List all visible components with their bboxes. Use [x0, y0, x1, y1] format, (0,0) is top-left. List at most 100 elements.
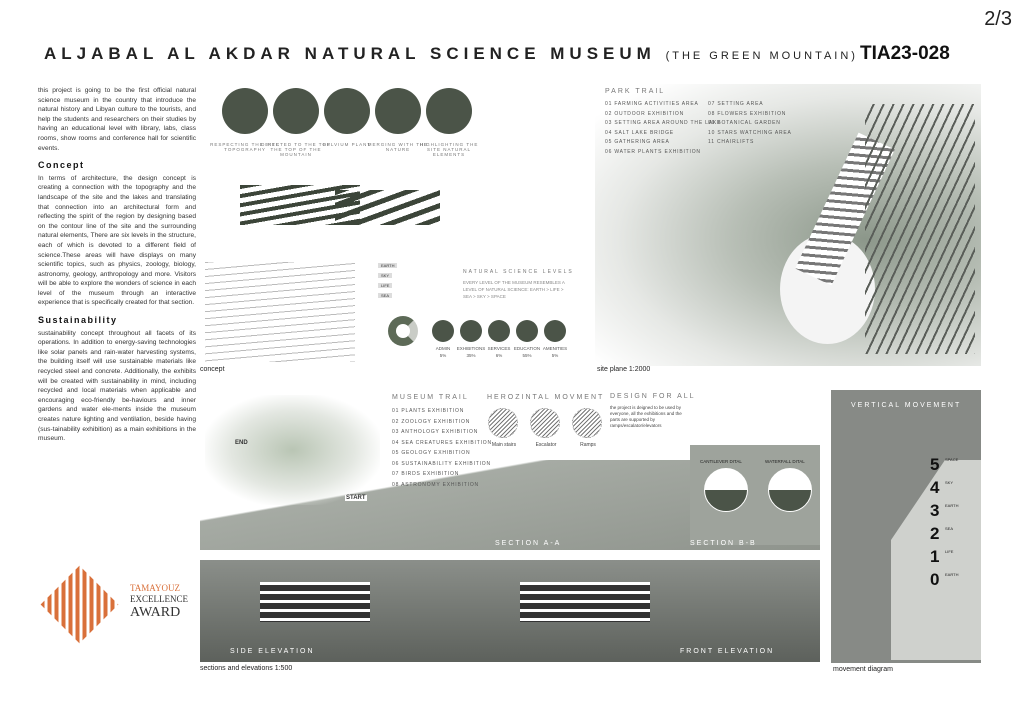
- contour-lines: [865, 104, 975, 354]
- program-donut-chart: [388, 316, 418, 346]
- horizontal-item-label: Ramps: [580, 442, 596, 448]
- park-trail-item: 01 FARMING ACTIVITIES AREA: [605, 101, 699, 107]
- level-tag: EARTH: [378, 263, 398, 268]
- park-trail-item: 05 GATHERING AREA: [605, 139, 670, 145]
- front-elevation-label: FRONT ELEVATION: [680, 648, 775, 655]
- program-value: 6%: [495, 353, 503, 358]
- title-sub: (THE GREEN MOUNTAIN): [665, 50, 858, 62]
- vm-level-number: 5: [930, 455, 940, 474]
- concept-label: concept: [200, 366, 225, 373]
- museum-trail-item: 05 GEOLOGY EXHIBITION: [392, 450, 471, 456]
- level-tag: SEA: [378, 293, 393, 298]
- vm-level-number: 3: [930, 501, 940, 520]
- level-tag: SKY: [378, 273, 393, 278]
- vm-level-number: 2: [930, 524, 940, 543]
- page-number: 2/3: [984, 8, 1012, 30]
- program-value: 55%: [522, 353, 532, 358]
- award-logo: TAMAYOUZ EXCELLENCE AWARD: [40, 565, 200, 655]
- sections-label: sections and elevations 1:500: [200, 665, 293, 672]
- museum-floor-plan: END START: [205, 395, 380, 505]
- vm-level-number: 0: [930, 570, 940, 589]
- award-line2: EXCELLENCE: [130, 594, 188, 604]
- site-plan-label: site plane 1:2000: [597, 366, 651, 373]
- program-value: 35%: [466, 353, 476, 358]
- program-education-icon: [516, 320, 538, 342]
- cantilever-detail: [704, 468, 748, 512]
- waterfall-detail: [768, 468, 812, 512]
- design-for-all-text: the project is deigned to be used by eve…: [610, 405, 682, 428]
- water-drop-icon: [426, 88, 472, 134]
- concept-icon-label: MERGING WITH THE NATURE: [367, 142, 429, 152]
- park-trail-item: 09 BOTANICAL GARDEN: [708, 120, 781, 126]
- concept-icon-label: DIRECTED TO THE TOP THE TOP OF THE MOUNT…: [261, 142, 331, 157]
- vertical-heading: VERTICAL MOVEMENT: [851, 402, 962, 409]
- topography-icon: [222, 88, 268, 134]
- ramp-icon: [572, 408, 602, 438]
- concept-form-sketch: [335, 190, 440, 225]
- design-for-all-heading: DESIGN FOR ALL: [610, 393, 696, 400]
- vm-level-name: EARTH: [945, 572, 959, 577]
- waterfall-detail-label: WATERFALL DITAL: [765, 459, 805, 464]
- horizontal-item-label: Escalator: [535, 442, 557, 448]
- program-label: SERVICES: [487, 346, 511, 351]
- program-label: EDUCATION: [513, 346, 541, 351]
- front-elevation-building: [520, 582, 650, 622]
- page-title: ALJABAL AL AKDAR NATURAL SCIENCE MUSEUM …: [44, 44, 858, 64]
- park-trail-item: 04 SALT LAKE BRIDGE: [605, 129, 674, 136]
- program-amenities-icon: [544, 320, 566, 342]
- museum-trail-item: 02 ZOOLOGY EXHIBITION: [392, 418, 471, 425]
- vm-level-name: LIFE: [945, 549, 954, 554]
- concept-icon-label: RESPECTING THE SITE TOPOGRAPHY: [210, 142, 280, 152]
- program-value: 5%: [439, 353, 447, 358]
- award-line1: TAMAYOUZ: [130, 583, 180, 593]
- park-trail-item: 03 SETTING AREA AROUND THE LAKE: [605, 120, 722, 126]
- program-admin-icon: [432, 320, 454, 342]
- program-label: ADMIN: [435, 346, 451, 351]
- program-exhibitions-icon: [460, 320, 482, 342]
- vertical-movement-diagram: VERTICAL MOVEMENT: [831, 390, 981, 663]
- museum-trail-item: 06 SUSTAINABILITY EXHIBITION: [392, 460, 491, 467]
- level-tag: LIFE: [378, 283, 393, 288]
- escalator-icon: [530, 408, 560, 438]
- concept-heading: Concept: [38, 160, 85, 171]
- mountain-path-icon: [273, 88, 319, 134]
- sustainability-heading: Sustainability: [38, 315, 118, 326]
- museum-trail-item: 07 BIRDS EXHIBITION: [392, 471, 460, 477]
- park-trail-item: 06 WATER PLANTS EXHIBITION: [605, 148, 701, 155]
- vm-level-name: SEA: [945, 526, 954, 531]
- side-elevation-building: [260, 582, 370, 622]
- park-trail-heading: PARK TRAIL: [605, 88, 666, 95]
- title-main: ALJABAL AL AKDAR NATURAL SCIENCE MUSEUM: [44, 44, 656, 63]
- concept-icon-label: HIGHLIGHTING THE SITE NATURAL ELEMENTS: [419, 142, 479, 157]
- site-plan: [595, 84, 981, 366]
- section-a-label: SECTION A-A: [495, 540, 562, 547]
- vm-level-name: SKY: [945, 480, 954, 485]
- vm-level-name: EARTH: [945, 503, 959, 508]
- museum-trail-item: 08 ASTRONOMY EXHIBITION: [392, 481, 479, 488]
- side-elevation-label: SIDE ELEVATION: [230, 648, 315, 655]
- program-label: AMENITIES: [542, 346, 568, 351]
- park-trail-item: 08 FLOWERS EXHIBITION: [708, 110, 787, 117]
- museum-trail-item: 03 ANTHOLOGY EXHIBITION: [392, 429, 479, 435]
- program-value: 5%: [551, 353, 559, 358]
- award-pattern-icon: [40, 565, 119, 644]
- section-b-label: SECTION B-B: [690, 540, 757, 547]
- park-trail-item: 07 SETTING AREA: [708, 101, 764, 107]
- park-trail-item: 10 STARS WATCHING AREA: [708, 129, 792, 136]
- program-services-icon: [488, 320, 510, 342]
- vm-level-number: 1: [930, 547, 940, 566]
- museum-trail-heading: MUSEUM TRAIL: [392, 394, 469, 401]
- vm-level-name: SPACE: [945, 457, 959, 462]
- intro-text: this project is going to be the first of…: [38, 87, 196, 152]
- nature-icon: [375, 88, 421, 134]
- program-label: EXHIBITIONS: [456, 346, 486, 351]
- plant-icon: [324, 88, 370, 134]
- museum-trail-item: 04 SEA CREATURES EXHIBITION: [392, 439, 492, 446]
- horizontal-heading: HEROZINTAL MOVMENT: [487, 394, 605, 401]
- natural-science-heading: NATURAL SCIENCE LEVELS: [463, 269, 574, 275]
- movement-label: movement diagram: [833, 666, 893, 673]
- concept-text: In terms of architecture, the design con…: [38, 174, 196, 307]
- plan-end-mark: END: [235, 440, 248, 446]
- plan-start-mark: START: [345, 495, 367, 501]
